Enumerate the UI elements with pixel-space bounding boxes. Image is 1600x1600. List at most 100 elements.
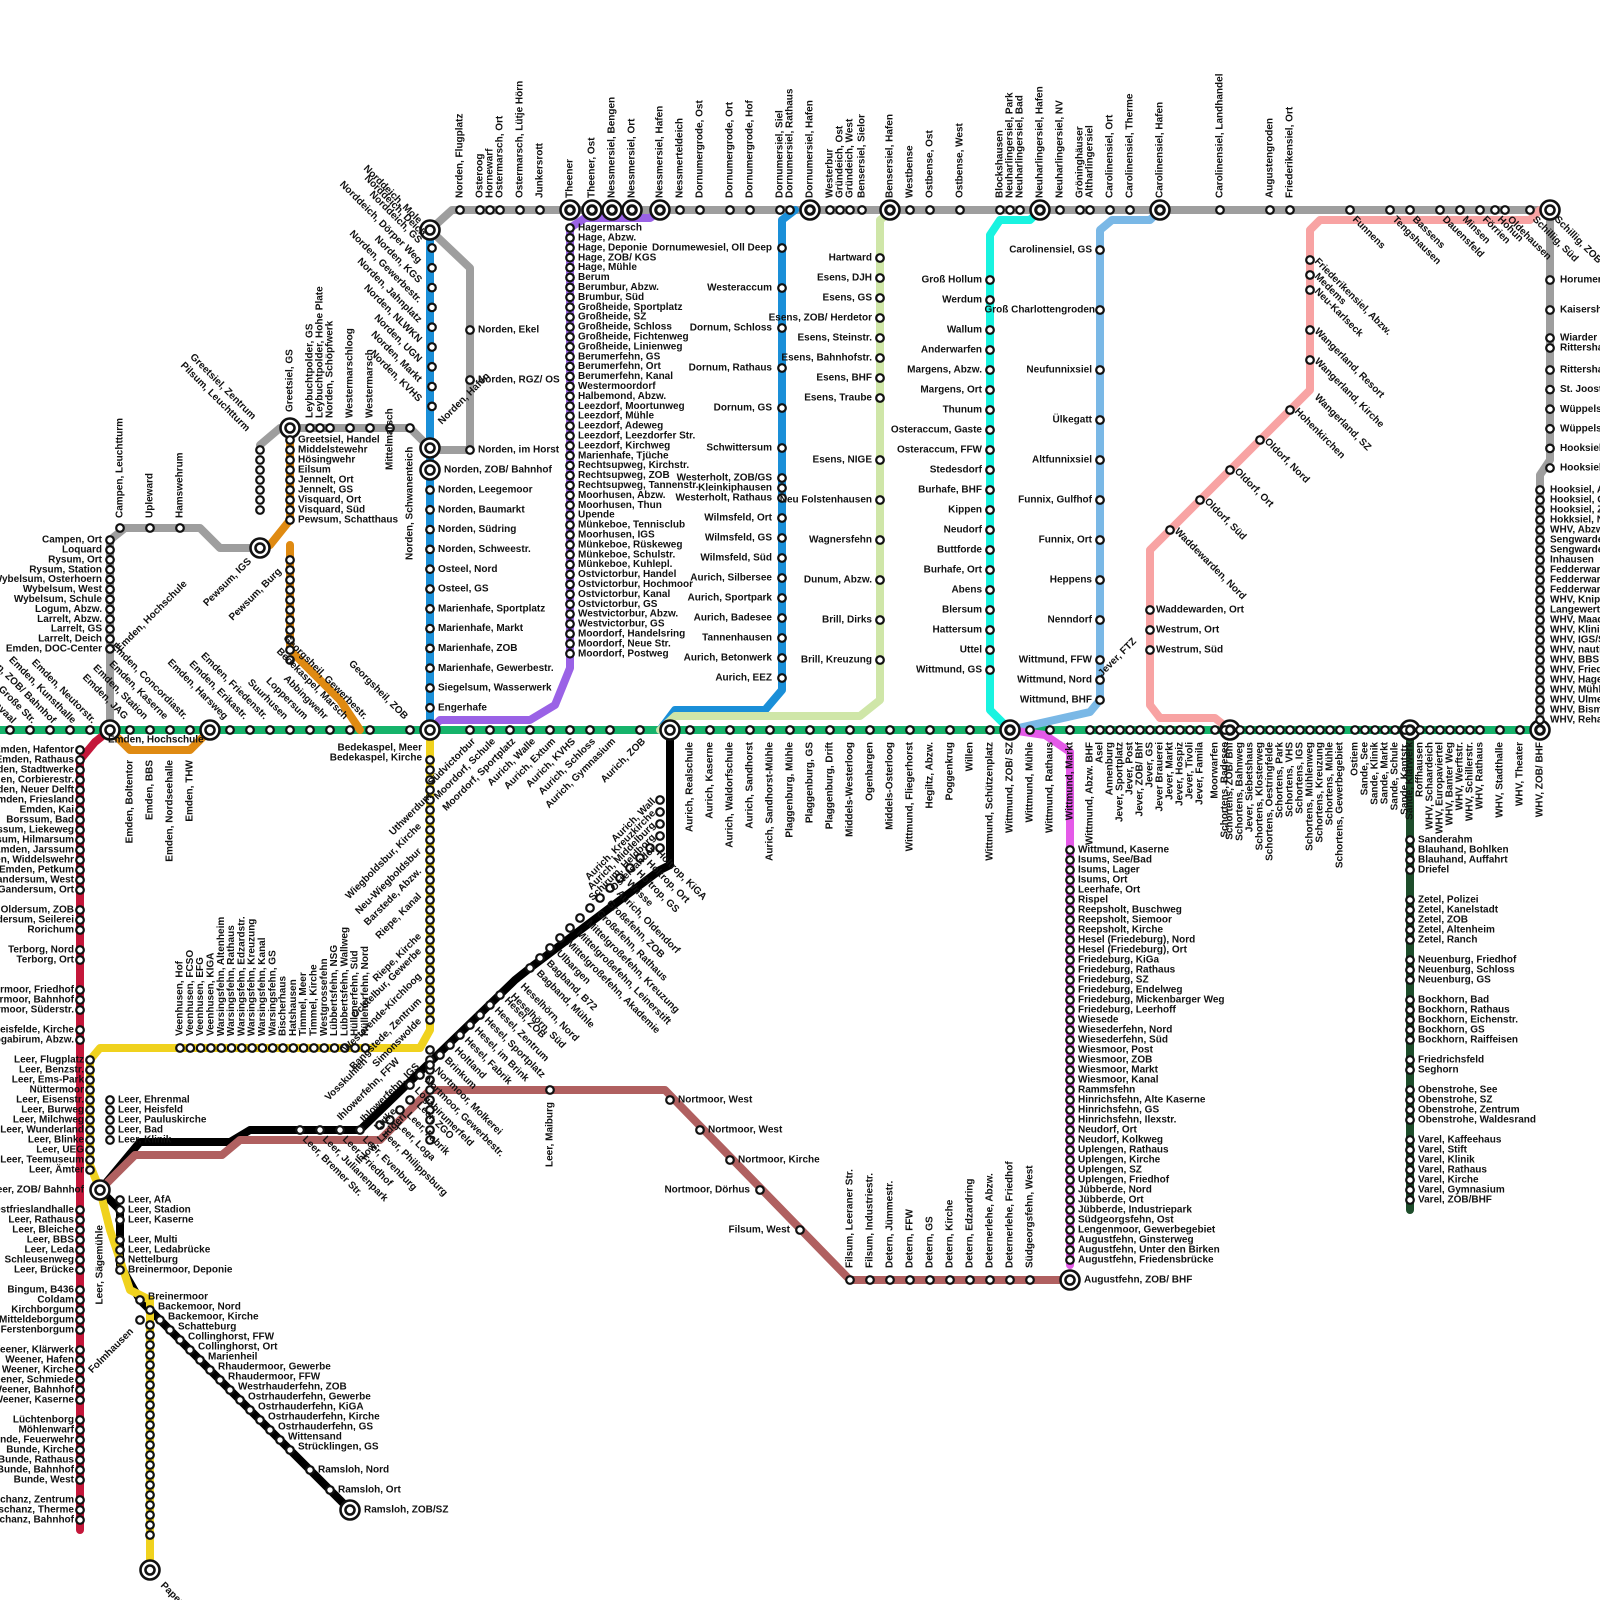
stop-marker[interactable] (1085, 205, 1095, 215)
stop-marker[interactable] (145, 1490, 155, 1500)
stop-marker[interactable] (565, 510, 575, 520)
stop-marker[interactable] (45, 725, 55, 735)
stop-marker[interactable] (425, 985, 435, 995)
stop-marker[interactable] (1405, 1115, 1415, 1125)
stop-marker[interactable] (495, 990, 505, 1000)
stop-marker[interactable] (425, 1005, 435, 1015)
stop-marker[interactable] (1185, 725, 1195, 735)
stop-marker[interactable] (875, 313, 885, 323)
stop-marker[interactable] (585, 725, 595, 735)
stop-marker[interactable] (1535, 485, 1545, 495)
stop-marker[interactable] (1405, 855, 1415, 865)
stop-marker[interactable] (75, 915, 85, 925)
stop-marker[interactable] (1305, 270, 1315, 280)
stop-marker[interactable] (115, 523, 125, 533)
stop-marker[interactable] (1305, 725, 1315, 735)
stop-marker[interactable] (185, 725, 195, 735)
stop-marker[interactable] (115, 1255, 125, 1265)
stop-marker[interactable] (425, 855, 435, 865)
stop-marker[interactable] (1055, 205, 1065, 215)
stop-marker[interactable] (1465, 725, 1475, 735)
stop-marker[interactable] (285, 485, 295, 495)
stop-marker[interactable] (1225, 465, 1235, 475)
stop-marker[interactable] (145, 1440, 155, 1450)
stop-marker[interactable] (777, 653, 787, 663)
stop-marker[interactable] (75, 805, 85, 815)
stop-marker[interactable] (425, 965, 435, 975)
stop-marker[interactable] (75, 1235, 85, 1245)
stop-marker[interactable] (135, 1315, 145, 1325)
stop-marker[interactable] (5, 725, 15, 735)
stop-marker[interactable] (985, 385, 995, 395)
stop-marker[interactable] (565, 431, 575, 441)
stop-marker[interactable] (425, 925, 435, 935)
stop-marker[interactable] (1545, 423, 1555, 434)
stop-marker[interactable] (1005, 1275, 1015, 1285)
stop-marker[interactable] (575, 913, 585, 923)
stop-marker[interactable] (75, 1265, 85, 1275)
stop-marker[interactable] (1155, 725, 1165, 735)
stop-marker[interactable] (1405, 895, 1415, 905)
stop-marker[interactable] (425, 1115, 435, 1125)
stop-marker[interactable] (925, 725, 935, 735)
stop-marker[interactable] (565, 619, 575, 629)
stop-marker[interactable] (85, 1125, 95, 1135)
stop-marker[interactable] (1515, 725, 1525, 735)
stop-marker[interactable] (425, 1135, 435, 1145)
stop-marker[interactable] (885, 1275, 895, 1285)
stop-marker[interactable] (85, 1145, 95, 1155)
stop-marker[interactable] (75, 1505, 85, 1515)
stop-marker[interactable] (1175, 725, 1185, 735)
stop-marker[interactable] (585, 903, 595, 913)
stop-marker[interactable] (985, 275, 995, 285)
stop-marker[interactable] (985, 565, 995, 575)
stop-marker[interactable] (305, 725, 315, 735)
stop-marker[interactable] (565, 460, 575, 471)
stop-marker[interactable] (1345, 205, 1355, 215)
stop-marker[interactable] (75, 1475, 85, 1485)
stop-marker[interactable] (85, 1155, 95, 1165)
stop-marker[interactable] (425, 915, 435, 925)
stop-marker[interactable] (255, 495, 265, 505)
stop-marker[interactable] (1065, 1065, 1075, 1075)
stop-marker[interactable] (875, 293, 885, 303)
stop-marker[interactable] (427, 282, 437, 293)
stop-marker[interactable] (565, 579, 575, 590)
stop-marker[interactable] (267, 1043, 278, 1053)
stop-marker[interactable] (427, 381, 437, 392)
stop-marker[interactable] (1265, 725, 1275, 735)
stop-marker[interactable] (1405, 995, 1415, 1005)
stop-marker[interactable] (105, 614, 115, 625)
stop-marker[interactable] (75, 1455, 85, 1465)
stop-marker[interactable] (1065, 1015, 1075, 1025)
stop-marker[interactable] (605, 883, 615, 893)
stop-marker[interactable] (1065, 1225, 1075, 1235)
stop-marker[interactable] (655, 205, 665, 215)
stop-marker[interactable] (115, 1245, 125, 1255)
stop-marker[interactable] (105, 1105, 115, 1115)
stop-marker[interactable] (1195, 495, 1205, 505)
stop-marker[interactable] (1535, 555, 1545, 565)
interchange-marker[interactable] (1539, 199, 1561, 221)
stop-marker[interactable] (485, 1000, 495, 1010)
stop-marker[interactable] (565, 629, 575, 639)
stop-marker[interactable] (145, 725, 155, 735)
stop-marker[interactable] (565, 232, 575, 243)
stop-marker[interactable] (125, 725, 135, 735)
stop-marker[interactable] (1095, 725, 1105, 735)
stop-marker[interactable] (425, 1045, 435, 1055)
stop-marker[interactable] (745, 725, 755, 735)
stop-marker[interactable] (1475, 725, 1485, 735)
stop-marker[interactable] (777, 443, 787, 453)
stop-marker[interactable] (285, 595, 295, 605)
stop-marker[interactable] (365, 725, 375, 735)
stop-marker[interactable] (565, 302, 575, 313)
stop-marker[interactable] (1065, 965, 1075, 975)
stop-marker[interactable] (1545, 365, 1555, 375)
stop-marker[interactable] (665, 1095, 675, 1105)
stop-marker[interactable] (75, 775, 85, 785)
stop-marker[interactable] (655, 807, 665, 817)
stop-marker[interactable] (685, 725, 695, 735)
stop-marker[interactable] (75, 1295, 85, 1305)
stop-marker[interactable] (825, 725, 835, 735)
